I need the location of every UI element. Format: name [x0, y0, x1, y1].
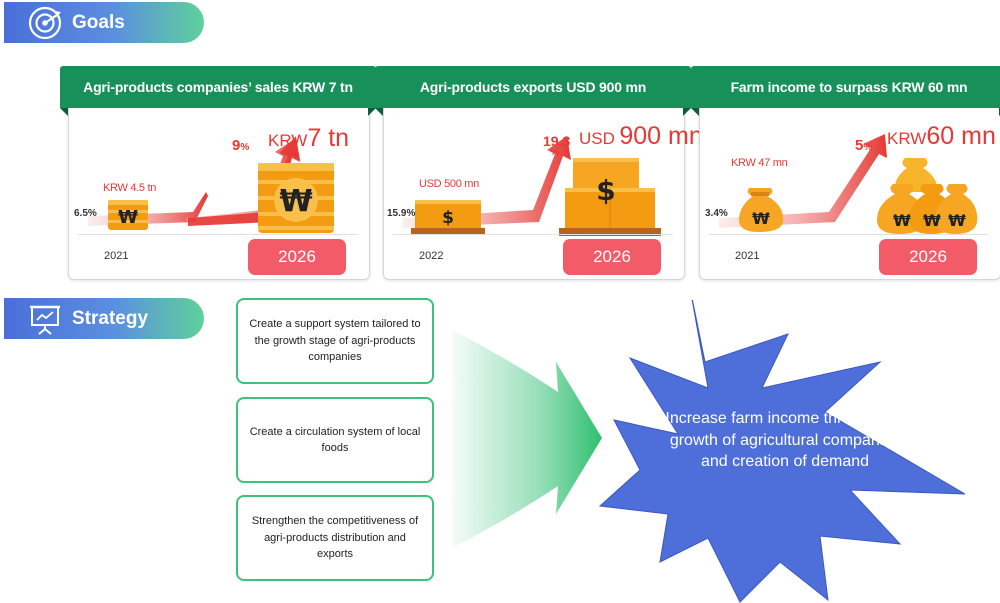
target-unit: KRW [887, 129, 927, 148]
goal-card-title: Farm income to surpass KRW 60 mn [691, 66, 1000, 116]
growth-rate-value: 19.3 [543, 133, 571, 149]
card-divider [709, 234, 989, 235]
growth-rate-value: 9 [232, 137, 241, 154]
goal-card-title: Agri-products companies’ sales KRW 7 tn [60, 66, 376, 116]
target-number: 7 tn [307, 124, 350, 152]
goal-card-farm-income: Farm income to surpass KRW 60 mn ₩ ₩ ₩ ₩… [691, 66, 1000, 280]
goal-card-title: Agri-products exports USD 900 mn [375, 66, 691, 116]
goals-section-header: Goals [4, 2, 204, 43]
card-divider [393, 234, 673, 235]
svg-text:₩: ₩ [752, 209, 770, 228]
start-value: USD 500 mn [419, 178, 479, 190]
start-year: 2021 [735, 250, 760, 262]
card-divider [78, 234, 358, 235]
target-year-badge: 2026 [563, 239, 661, 275]
strategy-title: Strategy [72, 307, 149, 329]
svg-text:₩: ₩ [118, 207, 138, 228]
target-unit: USD [579, 129, 615, 148]
strategy-item: Create a circulation system of local foo… [236, 397, 434, 483]
goal-card-sales: Agri-products companies’ sales KRW 7 tn … [60, 66, 376, 280]
target-value: KRW7 tn [268, 124, 349, 153]
starburst-shape [598, 300, 966, 603]
target-number: 900 mn [619, 122, 703, 150]
growth-rate-value: 5 [855, 137, 864, 154]
growth-rate: 9% [232, 138, 249, 154]
svg-text:₩: ₩ [948, 211, 966, 230]
growth-rate-unit: % [863, 142, 873, 153]
target-unit: KRW [268, 131, 308, 150]
strategy-item: Create a support system tailored to the … [236, 298, 434, 384]
svg-text:₩: ₩ [893, 211, 911, 230]
target-year-badge: 2026 [248, 239, 346, 275]
goal-card-exports: Agri-products exports USD 900 mn $ $ 15.… [375, 66, 703, 280]
start-growth-rate: 3.4% [705, 208, 728, 219]
target-icon [28, 6, 62, 39]
arrow-right-icon [452, 330, 602, 548]
start-growth-rate: 15.9% [387, 208, 416, 219]
money-bags-icon: ₩ ₩ ₩ ₩ [719, 134, 978, 234]
strategy-item: Strengthen the competitiveness of agri-p… [236, 495, 434, 581]
stacked-coins-icon: ₩ ₩ [88, 136, 334, 233]
growth-rate-unit: % [550, 147, 560, 158]
start-value: KRW 47 mn [731, 157, 788, 169]
svg-text:$: $ [442, 208, 454, 228]
growth-rate: 5% [855, 138, 872, 154]
target-number: 60 mn [926, 122, 996, 150]
strategy-to-outcome-arrow [452, 300, 966, 603]
growth-rate: 19.3 % [543, 133, 571, 158]
presentation-board-icon [30, 305, 60, 335]
start-value: KRW 4.5 tn [103, 182, 157, 194]
target-year-badge: 2026 [879, 239, 977, 275]
svg-text:₩: ₩ [279, 184, 312, 219]
target-value: USD 900 mn [579, 122, 703, 151]
start-growth-rate: 6.5% [74, 208, 97, 219]
start-year: 2022 [419, 250, 444, 262]
target-value: KRW60 mn [887, 122, 996, 151]
goals-title: Goals [72, 11, 125, 33]
cargo-boxes-icon: $ $ [403, 136, 661, 236]
growth-rate-unit: % [240, 142, 250, 153]
outcome-text: Increase farm income through the growth … [665, 410, 905, 471]
start-year: 2021 [104, 250, 129, 262]
svg-text:₩: ₩ [923, 211, 941, 230]
svg-text:$: $ [596, 174, 615, 207]
strategy-section-header: Strategy [4, 298, 204, 339]
